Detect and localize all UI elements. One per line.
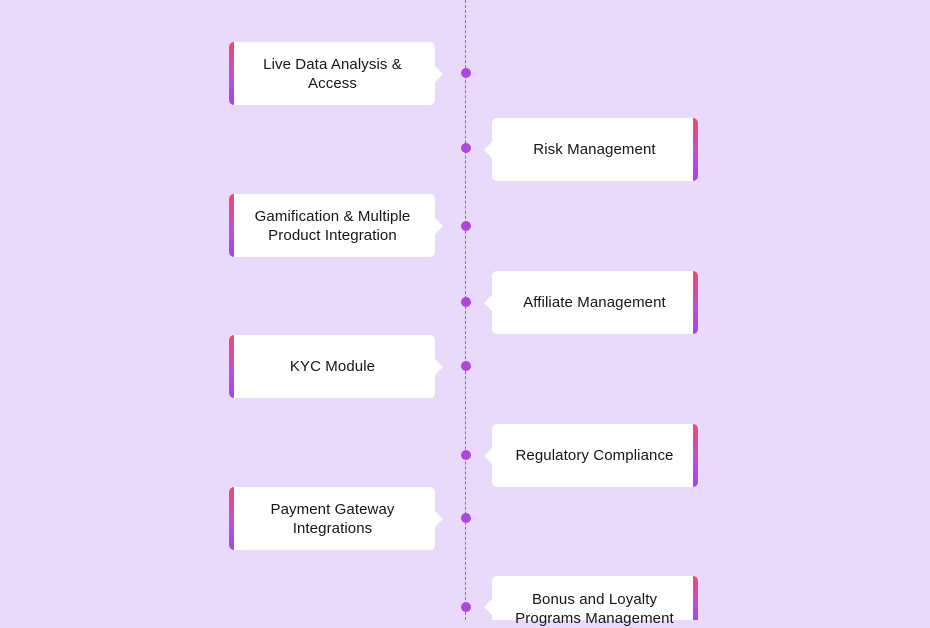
card-accent-bar bbox=[229, 335, 234, 398]
card-accent-bar bbox=[229, 487, 234, 550]
card-pointer bbox=[435, 358, 443, 375]
timeline-card-label: Bonus and Loyalty Programs Management bbox=[515, 591, 674, 627]
timeline-card-affiliate-management: Affiliate Management bbox=[484, 271, 698, 334]
card-accent-bar bbox=[229, 42, 234, 105]
timeline-card-regulatory-compliance: Regulatory Compliance bbox=[484, 424, 698, 487]
card-accent-bar bbox=[693, 424, 698, 487]
card-accent-bar bbox=[229, 194, 234, 257]
timeline-dot bbox=[460, 602, 471, 612]
timeline-card-label: KYC Module bbox=[289, 358, 376, 375]
card-pointer bbox=[435, 65, 443, 82]
card-pointer bbox=[484, 599, 492, 615]
timeline-axis-line bbox=[465, 0, 466, 620]
card-accent-bar bbox=[693, 576, 698, 620]
timeline-card-label: Gamification & Multiple Product Integrat… bbox=[254, 207, 411, 244]
card-pointer bbox=[484, 141, 492, 158]
timeline-card-payment-gateway: Payment Gateway Integrations bbox=[229, 487, 443, 550]
timeline-card-live-data-analysis: Live Data Analysis & Access bbox=[229, 42, 443, 105]
card-pointer bbox=[435, 510, 443, 527]
timeline-card-bonus-loyalty: Bonus and Loyalty Programs Management bbox=[484, 576, 698, 627]
timeline-card-kyc-module: KYC Module bbox=[229, 335, 443, 398]
timeline-card-risk-management: Risk Management bbox=[484, 118, 698, 181]
timeline-card-label: Affiliate Management bbox=[523, 294, 666, 311]
timeline-card-label: Payment Gateway Integrations bbox=[270, 500, 395, 537]
timeline-dot bbox=[460, 221, 471, 231]
timeline-card-label: Live Data Analysis & Access bbox=[263, 55, 402, 92]
timeline-card-label: Risk Management bbox=[533, 141, 656, 158]
card-accent-bar bbox=[693, 271, 698, 334]
card-pointer bbox=[484, 294, 492, 311]
card-accent-bar bbox=[693, 118, 698, 181]
timeline-dot bbox=[460, 297, 471, 307]
timeline-card-gamification: Gamification & Multiple Product Integrat… bbox=[229, 194, 443, 257]
timeline-card-label: Regulatory Compliance bbox=[515, 447, 674, 464]
timeline-dot bbox=[460, 68, 471, 78]
card-pointer bbox=[435, 217, 443, 234]
card-pointer bbox=[484, 447, 492, 464]
timeline-dot bbox=[460, 513, 471, 523]
timeline-dot bbox=[460, 450, 471, 460]
timeline-dot bbox=[460, 143, 471, 153]
timeline-dot bbox=[460, 361, 471, 371]
